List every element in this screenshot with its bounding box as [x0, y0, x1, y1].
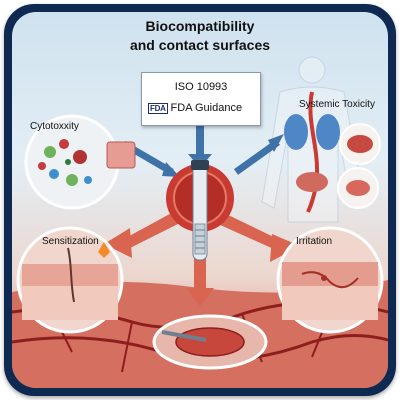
fda-guidance-label: FDA Guidance: [170, 102, 243, 114]
diagram-artwork: [12, 56, 388, 388]
standards-box: ISO 10993 FDA FDA Guidance: [141, 72, 261, 126]
fda-row: FDA FDA Guidance: [148, 101, 258, 115]
central-implant: [166, 159, 234, 261]
sensitization-panel: [16, 226, 124, 334]
sensitization-label: Sensitization: [42, 236, 99, 247]
systemic-toxicity-label: Systemic Toxicity: [299, 99, 375, 110]
title-line-2: and contact surfaces: [129, 37, 271, 53]
red-arrows: [104, 210, 300, 306]
cytotoxicity-label: Cytotoxxity: [30, 121, 79, 132]
irritation-panel: [276, 226, 384, 334]
vessel-lens: [152, 314, 268, 370]
cytotoxicity-panel: [24, 114, 136, 210]
fda-logo-icon: FDA: [148, 102, 168, 114]
iso-standard-label: ISO 10993: [174, 81, 228, 93]
title-line-1: Biocompatibility: [145, 18, 255, 34]
irritation-label: Irritation: [296, 236, 333, 247]
systemic-organs: [284, 91, 381, 213]
diagram-canvas: Biocompatibility and contact surfaces IS…: [12, 12, 388, 388]
